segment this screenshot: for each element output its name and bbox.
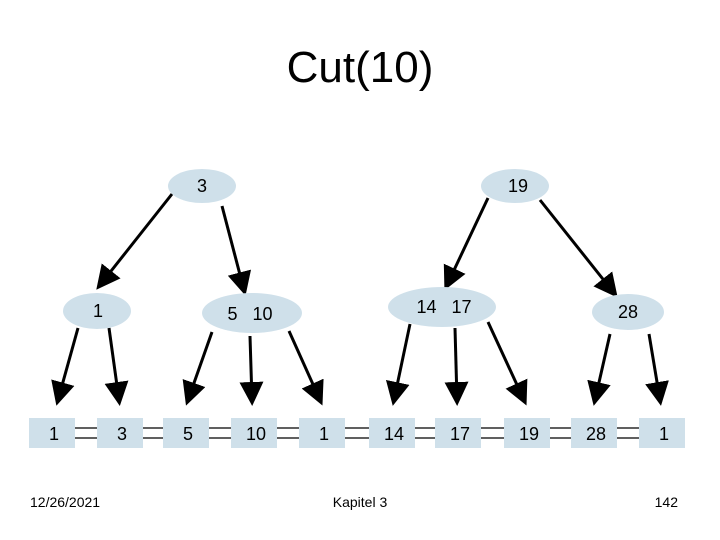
edge-1-leaf3 bbox=[104, 327, 129, 406]
leaf-label: 1 bbox=[49, 424, 59, 444]
node-ellipse-3 bbox=[168, 169, 236, 203]
edge-14-17-leaf14 bbox=[385, 323, 412, 406]
edge-28-leaf28 bbox=[587, 333, 612, 406]
node-ellipse-19 bbox=[481, 169, 549, 203]
footer-date: 12/26/2021 bbox=[30, 494, 101, 510]
node-ellipse-1 bbox=[63, 293, 131, 329]
node-label-19: 19 bbox=[508, 176, 528, 196]
edge-3-5-10 bbox=[220, 205, 252, 296]
leaf-label: 1 bbox=[319, 424, 329, 444]
leaf-box bbox=[369, 418, 415, 448]
node-label-14-17: 14 17 bbox=[416, 297, 471, 317]
edge-19-14-17 bbox=[443, 197, 490, 291]
leaf-box bbox=[299, 418, 345, 448]
node-label-28: 28 bbox=[618, 302, 638, 322]
leaf-label: 28 bbox=[586, 424, 606, 444]
leaf-box bbox=[504, 418, 550, 448]
leaf-box bbox=[435, 418, 481, 448]
leaf-box bbox=[97, 418, 143, 448]
page-number: 142 bbox=[654, 494, 678, 510]
leaf-label: 17 bbox=[450, 424, 470, 444]
leaf-links bbox=[64, 424, 650, 442]
leaf-label: 3 bbox=[117, 424, 127, 444]
edge-5-10-leaf10 bbox=[239, 335, 264, 406]
node-ellipse-14-17 bbox=[388, 287, 496, 327]
leaf-label: 5 bbox=[183, 424, 193, 444]
leaf-box bbox=[639, 418, 685, 448]
leaf-label: 1 bbox=[659, 424, 669, 444]
edge-3-1 bbox=[96, 193, 174, 290]
node-ellipse-28 bbox=[592, 294, 664, 330]
edge-5-10-leaf5 bbox=[182, 331, 214, 406]
leaf-label: 10 bbox=[246, 424, 266, 444]
leaf-label: 14 bbox=[384, 424, 404, 444]
edge-5-10-leaf1 bbox=[287, 330, 324, 406]
edge-1-leaf1 bbox=[51, 327, 80, 406]
edge-28-leaf1 bbox=[645, 333, 669, 406]
node-label-1: 1 bbox=[93, 301, 103, 321]
node-ellipse-5-10 bbox=[202, 293, 302, 333]
leaf-box bbox=[29, 418, 75, 448]
leaf-box bbox=[571, 418, 617, 448]
edge-19-28 bbox=[538, 199, 618, 298]
edge-14-17-leaf17 bbox=[444, 327, 469, 406]
leaves: 1 3 5 10 1 14 17 19 28 1 bbox=[29, 418, 685, 448]
leaf-label: 19 bbox=[519, 424, 539, 444]
node-label-5-10: 5 10 bbox=[227, 304, 272, 324]
leaf-box bbox=[231, 418, 277, 448]
leaf-box bbox=[163, 418, 209, 448]
node-label-3: 3 bbox=[197, 176, 207, 196]
footer-center: Kapitel 3 bbox=[332, 494, 388, 510]
slide-title: Cut(10) bbox=[286, 43, 434, 92]
edge-14-17-leaf19 bbox=[486, 321, 528, 406]
